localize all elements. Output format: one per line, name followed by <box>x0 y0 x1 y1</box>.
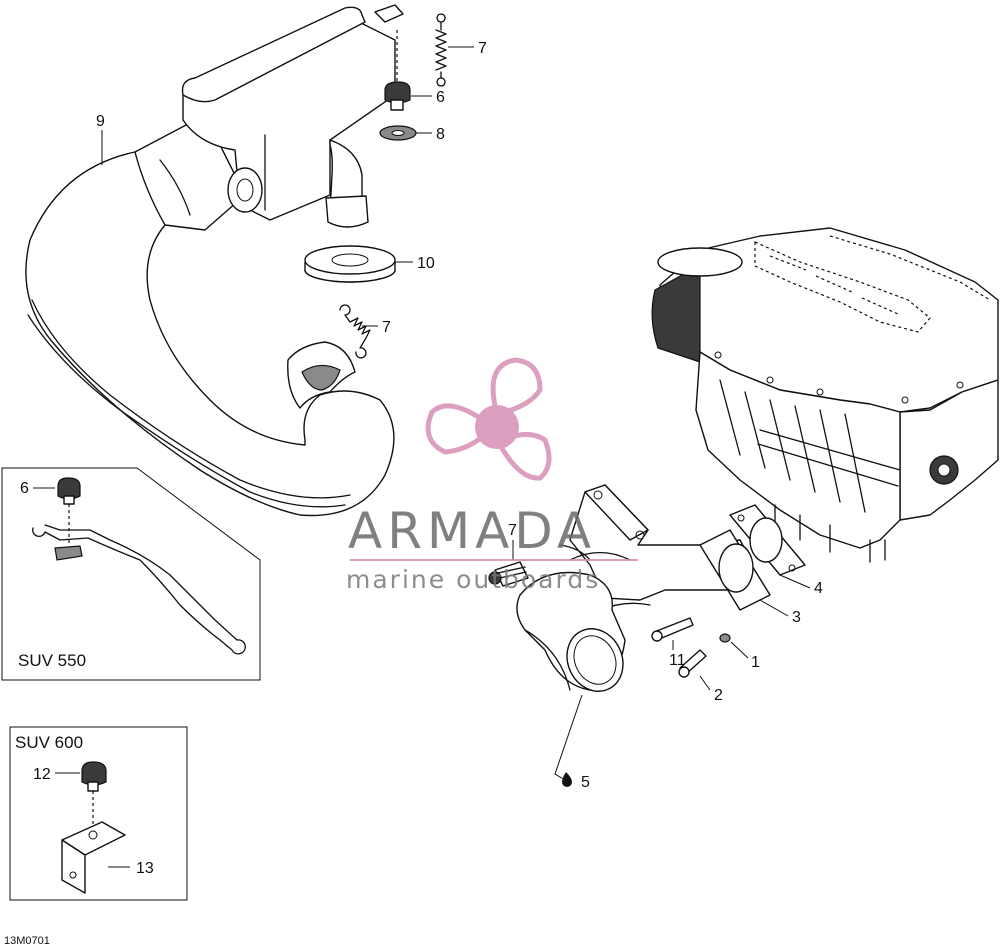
callout-6: 6 <box>436 89 445 106</box>
callout-3: 3 <box>792 609 801 626</box>
leader-lines <box>101 46 811 781</box>
callout-7-top: 7 <box>478 40 487 57</box>
watermark-title: ARMADA <box>348 502 596 560</box>
callout-7-lower: 7 <box>508 522 517 539</box>
callout-2: 2 <box>714 687 723 704</box>
inset-suv550: 6 SUV 550 <box>1 467 261 681</box>
muffler-assembly <box>25 4 404 517</box>
propeller-blade-bottom <box>496 432 552 481</box>
spring-lower <box>488 561 529 587</box>
propeller-logo <box>425 357 552 481</box>
callout-13: 13 <box>136 860 154 877</box>
spring-middle <box>339 304 371 359</box>
callout-6-inset: 6 <box>20 480 29 497</box>
callout-12: 12 <box>33 766 51 783</box>
callout-9: 9 <box>96 113 105 130</box>
screw-2 <box>678 649 707 678</box>
suv600-label: SUV 600 <box>15 733 83 752</box>
callout-4: 4 <box>814 580 823 597</box>
bolt-part <box>384 81 411 111</box>
callout-7-middle: 7 <box>382 319 391 336</box>
oil-drop-icon <box>562 772 572 787</box>
spring-top <box>435 13 447 87</box>
bolt-11 <box>651 617 694 642</box>
engine-block <box>651 227 999 563</box>
washer-part <box>379 125 417 141</box>
figure-id: 13M0701 <box>4 935 50 947</box>
suv550-label: SUV 550 <box>18 651 86 670</box>
gasket-part <box>729 504 806 576</box>
callout-8: 8 <box>436 126 445 143</box>
callout-5: 5 <box>581 774 590 791</box>
propeller-hub <box>475 405 519 449</box>
watermark-subtitle: marine outboards <box>346 565 600 594</box>
callout-10: 10 <box>417 255 435 272</box>
exhaust-manifold <box>559 484 771 611</box>
callout-11: 11 <box>669 652 686 669</box>
propeller-blade-top <box>490 357 543 415</box>
armada-watermark: ARMADA marine outboards <box>346 357 638 594</box>
rubber-coupler <box>516 571 626 692</box>
propeller-blade-left <box>425 403 493 455</box>
grommet-part <box>304 245 396 283</box>
callout-1: 1 <box>751 654 760 671</box>
washer-1 <box>719 633 731 643</box>
inset-suv600: SUV 600 12 13 <box>9 726 188 901</box>
